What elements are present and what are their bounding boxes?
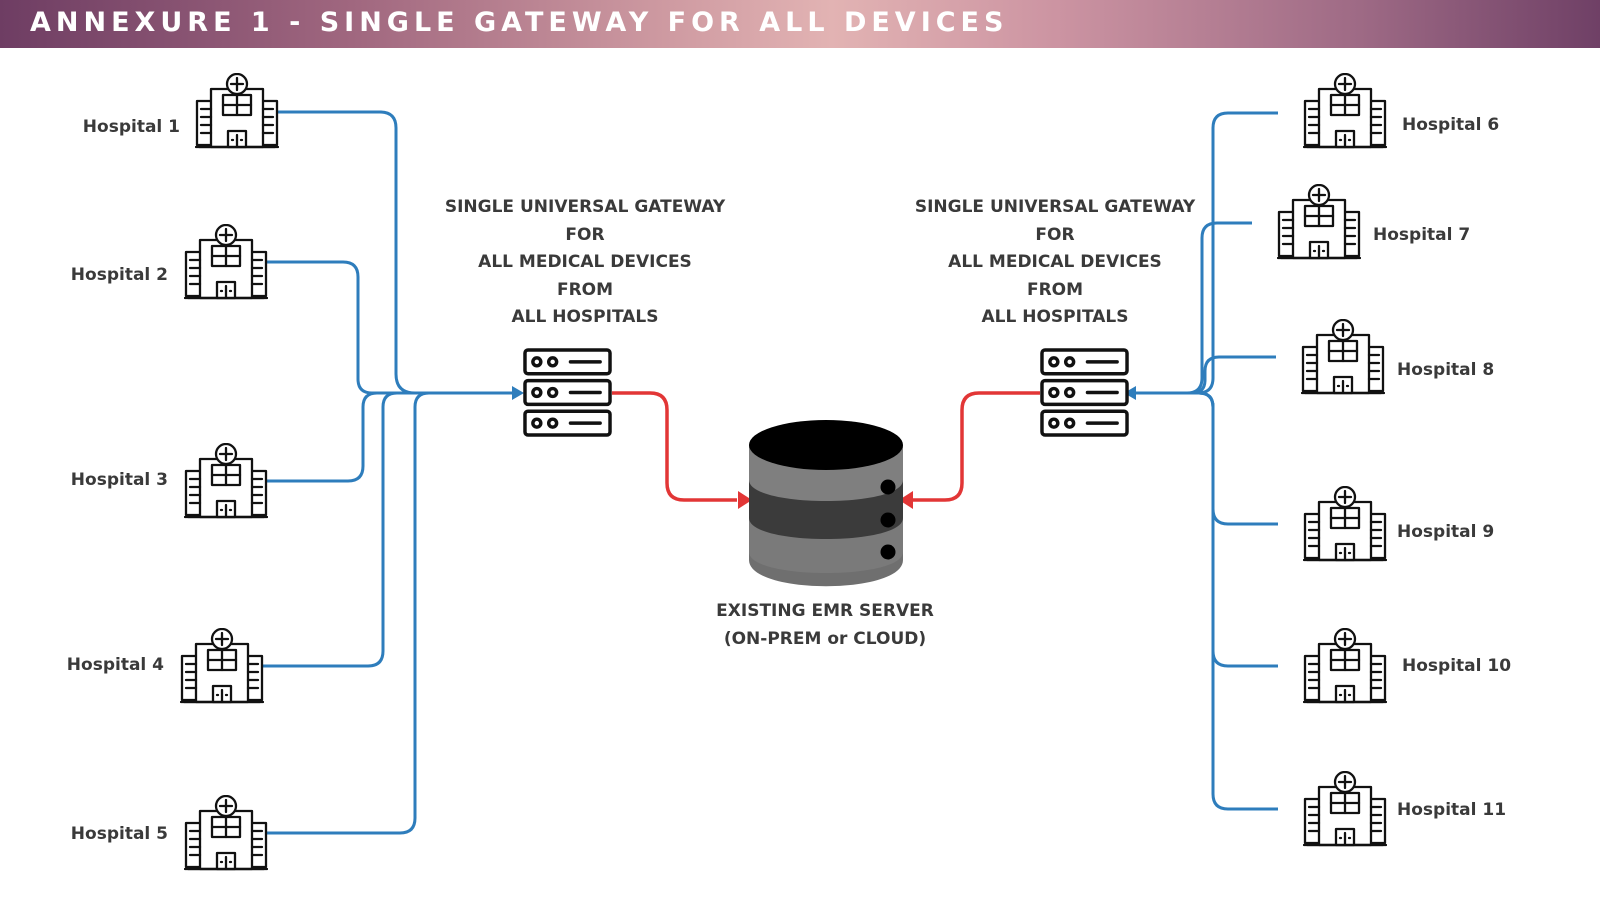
hospital-6-icon: [1303, 73, 1387, 149]
hospital-label-6: Hospital 6: [1402, 115, 1500, 135]
emr-server-label-line: EXISTING EMR SERVER: [716, 601, 934, 621]
hospital-label-7: Hospital 7: [1373, 225, 1471, 245]
hospital-11-icon: [1303, 771, 1387, 847]
page-title: ANNEXURE 1 - SINGLE GATEWAY FOR ALL DEVI…: [30, 7, 1009, 38]
hospital-label-1: Hospital 1: [82, 117, 180, 137]
left-gateway-title-line: FOR: [565, 224, 605, 245]
emr-server-label-line: (ON-PREM or CLOUD): [723, 628, 927, 649]
left-gateway-to-server-link: [612, 391, 737, 502]
right-gateway-title-line: FROM: [1026, 279, 1084, 300]
hospital-label-11: Hospital 11: [1397, 800, 1507, 820]
right-gateway-title-line: ALL MEDICAL DEVICES: [948, 252, 1162, 272]
emr-server-label: EXISTING EMR SERVER (ON-PREM or CLOUD): [670, 598, 980, 653]
hospital-label-9: Hospital 9: [1397, 522, 1495, 542]
hospital-2-icon: [184, 224, 268, 300]
right-gateway-arrowhead: [1124, 386, 1136, 400]
title-bar: ANNEXURE 1 - SINGLE GATEWAY FOR ALL DEVI…: [0, 0, 1600, 48]
left-gateway-title-line: ALL HOSPITALS: [511, 307, 659, 327]
hospital-3-icon: [184, 443, 268, 519]
link-hospital-8: [1136, 355, 1276, 395]
hospital-label-4: Hospital 4: [66, 655, 164, 675]
hospital-4-icon: [180, 628, 264, 704]
hospital-8-icon: [1301, 319, 1385, 395]
link-hospital-3: [262, 391, 520, 483]
left-gateway-title: SINGLE UNIVERSAL GATEWAY FOR ALL MEDICAL…: [420, 194, 750, 332]
link-hospital-4: [258, 391, 520, 668]
hospital-label-8: Hospital 8: [1397, 360, 1495, 380]
right-gateway-server-icon: [1040, 348, 1129, 437]
hospital-1-icon: [195, 73, 279, 149]
hospital-label-5: Hospital 5: [70, 824, 168, 844]
left-gateway-title-line: SINGLE UNIVERSAL GATEWAY: [444, 197, 726, 217]
right-gateway-title: SINGLE UNIVERSAL GATEWAY FOR ALL MEDICAL…: [890, 194, 1220, 332]
link-hospital-5: [262, 391, 520, 835]
database-icon: [749, 420, 903, 587]
right-gateway-title-line: SINGLE UNIVERSAL GATEWAY: [914, 197, 1196, 217]
hospital-10-icon: [1303, 628, 1387, 704]
hospital-label-3: Hospital 3: [70, 470, 168, 490]
right-gateway-title-line: ALL HOSPITALS: [981, 307, 1129, 327]
left-device-links: [258, 110, 520, 835]
hospital-5-icon: [184, 795, 268, 871]
link-hospital-11: [1136, 391, 1278, 811]
right-gateway-title-line: FOR: [1035, 224, 1075, 245]
right-gateway-to-server-link: [913, 391, 1040, 502]
server-left-arrowhead: [738, 491, 752, 509]
link-hospital-9: [1136, 391, 1278, 526]
hospital-9-icon: [1303, 486, 1387, 562]
server-right-arrowhead: [899, 491, 913, 509]
left-gateway-server-icon: [523, 348, 612, 437]
link-hospital-2: [262, 260, 520, 395]
link-hospital-10: [1136, 391, 1278, 668]
right-device-links: [1136, 111, 1278, 811]
hospital-7-icon: [1277, 184, 1361, 260]
left-gateway-arrowhead: [512, 386, 524, 400]
hospital-label-10: Hospital 10: [1402, 656, 1512, 676]
left-gateway-title-line: ALL MEDICAL DEVICES: [478, 252, 692, 272]
server-links: [612, 391, 1040, 502]
left-gateway-title-line: FROM: [556, 279, 614, 300]
hospital-label-2: Hospital 2: [70, 265, 168, 285]
